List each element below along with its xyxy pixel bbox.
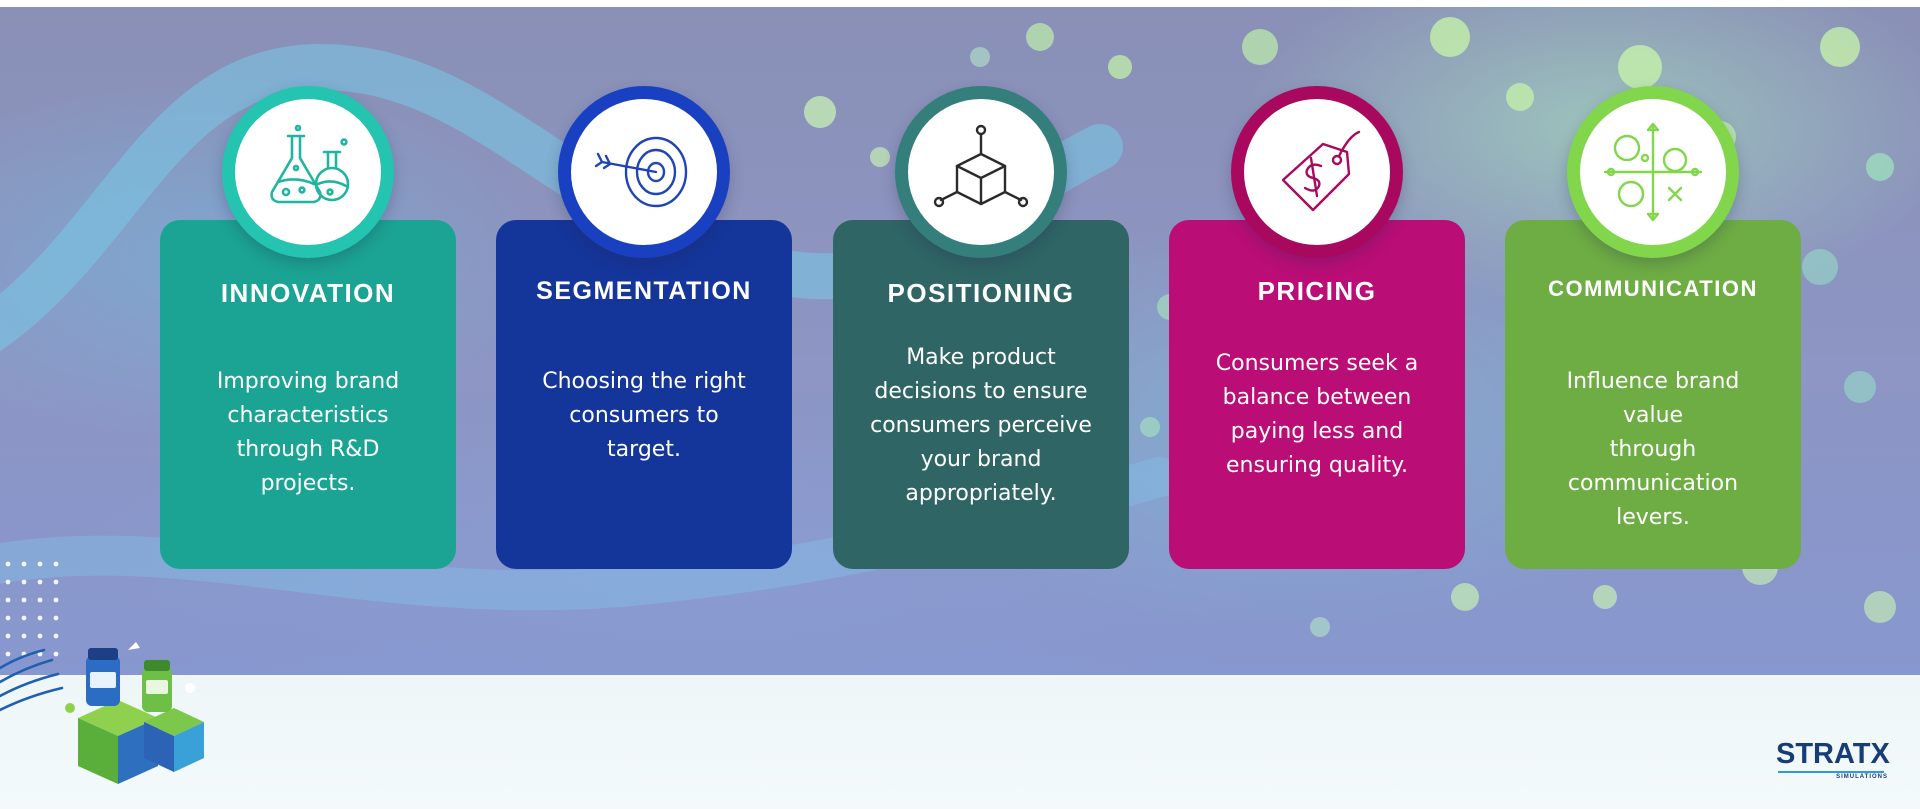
card-description-communication: Influence brand value through communicat…: [1539, 365, 1767, 535]
cube-nodes-icon: [933, 124, 1029, 208]
card-description-segmentation: Choosing the right consumers to target.: [530, 365, 758, 467]
description-line: through: [1609, 437, 1697, 462]
card-title-communication: COMMUNICATION: [1548, 276, 1758, 301]
card-pricing: PRICING Consumers seek a balance between…: [1169, 220, 1465, 569]
description-line: your brand: [920, 447, 1042, 472]
description-line: consumers perceive: [870, 413, 1092, 438]
product-boxes-illustration: [65, 642, 204, 784]
description-line: paying less and: [1230, 419, 1404, 444]
card-title-innovation: INNOVATION: [220, 278, 396, 308]
badge-pricing: [1231, 86, 1403, 258]
wave-lines-decoration: [0, 648, 64, 712]
description-line: Improving brand: [216, 369, 400, 394]
description-line: decisions to ensure: [874, 379, 1088, 404]
card-positioning: POSITIONING Make product decisions to en…: [833, 220, 1129, 569]
card-segmentation: SEGMENTATION Choosing the right consumer…: [496, 220, 792, 569]
description-line: projects.: [260, 471, 356, 496]
card-title-pricing: PRICING: [1257, 276, 1377, 306]
description-line: characteristics: [227, 403, 389, 428]
badge-innovation: [222, 86, 394, 258]
card-title-segmentation: SEGMENTATION: [536, 277, 752, 305]
stratx-logo: STRATX SIMULATIONS: [1776, 738, 1890, 784]
description-line: appropriately.: [905, 481, 1057, 506]
card-title-positioning: POSITIONING: [887, 278, 1075, 308]
badge-segmentation: [558, 86, 730, 258]
logo-underline: [1778, 771, 1884, 773]
badge-communication: [1567, 86, 1739, 258]
description-line: Choosing the right: [542, 369, 746, 394]
card-innovation: INNOVATION Improving brand characteristi…: [160, 220, 456, 569]
card-description-positioning: Make product decisions to ensure consume…: [867, 341, 1095, 511]
description-line: Make product: [906, 345, 1056, 370]
description-line: levers.: [1616, 505, 1690, 530]
dot-grid-decoration: [5, 561, 59, 657]
price-tag-icon: [1281, 130, 1361, 212]
flasks-icon: [270, 124, 350, 204]
card-description-innovation: Improving brand characteristics through …: [194, 365, 422, 501]
description-line: ensuring quality.: [1225, 453, 1409, 478]
description-line: through R&D: [236, 437, 380, 462]
logo-subtitle: SIMULATIONS: [1836, 774, 1888, 780]
description-line: communication: [1567, 471, 1739, 496]
target-arrow-icon: [594, 136, 688, 208]
strategy-diagram-icon: [1603, 122, 1703, 222]
card-description-pricing: Consumers seek a balance between paying …: [1203, 347, 1431, 483]
description-line: consumers to target.: [569, 403, 719, 462]
description-line: Consumers seek a: [1215, 351, 1419, 376]
description-line: balance between: [1222, 385, 1412, 410]
badge-positioning: [895, 86, 1067, 258]
description-line: Influence brand value: [1566, 369, 1740, 428]
footer-band: [0, 675, 1920, 809]
logo-wordmark: STRATX: [1776, 738, 1890, 770]
card-communication: COMMUNICATION Influence brand value thro…: [1505, 220, 1801, 569]
